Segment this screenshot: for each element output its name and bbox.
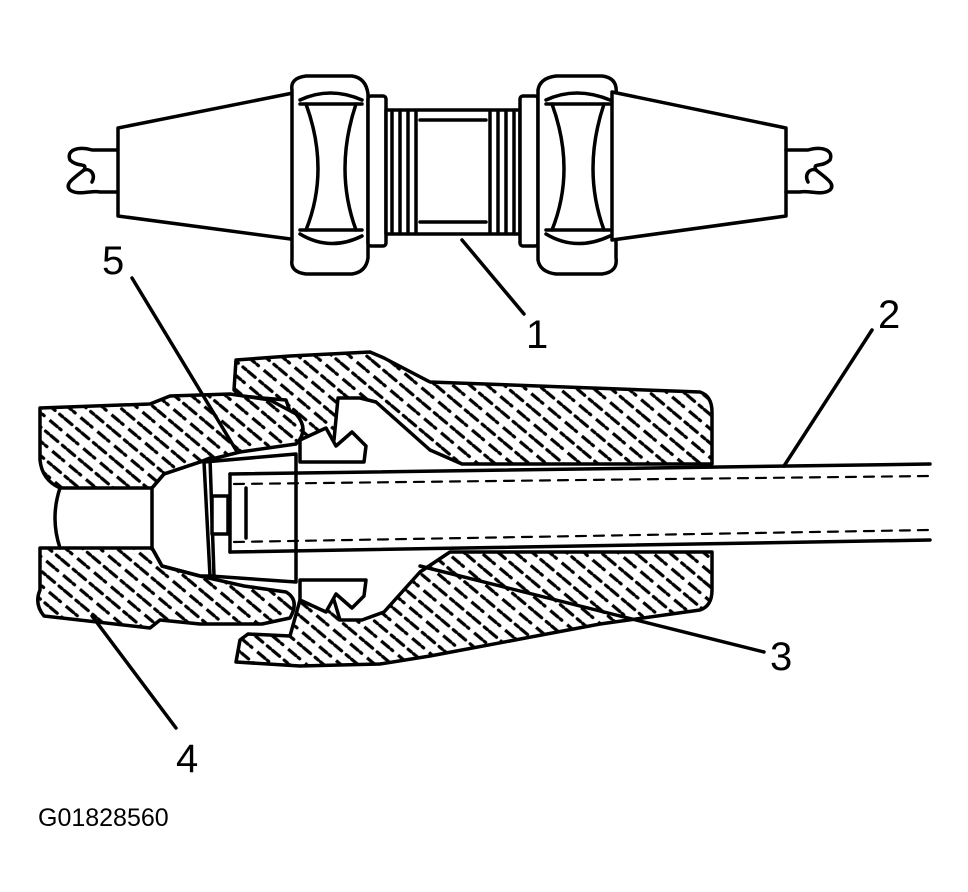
right-collar: [518, 94, 540, 248]
leader-4: [90, 614, 178, 730]
sleeve-lower: [298, 578, 368, 614]
left-taper: [116, 90, 300, 242]
tube-flare-tip: [210, 494, 230, 536]
union-assembly: [66, 74, 834, 276]
fitting-cross-section: [36, 350, 932, 668]
port-body-upper-section: [38, 392, 305, 490]
callout-2: 2: [878, 293, 900, 337]
brake-tube: [228, 462, 932, 554]
right-hex-nut: [536, 74, 618, 276]
leader-5: [130, 276, 238, 452]
port-bore: [53, 486, 62, 550]
leader-2: [782, 328, 874, 468]
callout-labels: 1 2 3 4 5: [102, 239, 900, 781]
left-tube-end: [66, 146, 120, 195]
callout-leaders: [90, 238, 874, 730]
callout-4: 4: [176, 737, 198, 781]
right-tube-end: [784, 146, 834, 195]
leader-1: [460, 238, 526, 316]
port-body-lower-section: [36, 546, 296, 630]
seat-face: [202, 452, 298, 584]
sleeve-upper: [298, 426, 368, 464]
leader-3: [418, 564, 766, 654]
callout-1: 1: [526, 313, 548, 357]
callout-5: 5: [102, 239, 124, 283]
right-taper: [610, 90, 788, 242]
left-hex-nut: [290, 74, 370, 276]
left-collar: [366, 94, 388, 248]
union-threads: [384, 108, 522, 236]
figure-code: G01828560: [38, 804, 169, 832]
callout-3: 3: [770, 635, 792, 679]
tube-nut-lower-section: [234, 550, 714, 668]
